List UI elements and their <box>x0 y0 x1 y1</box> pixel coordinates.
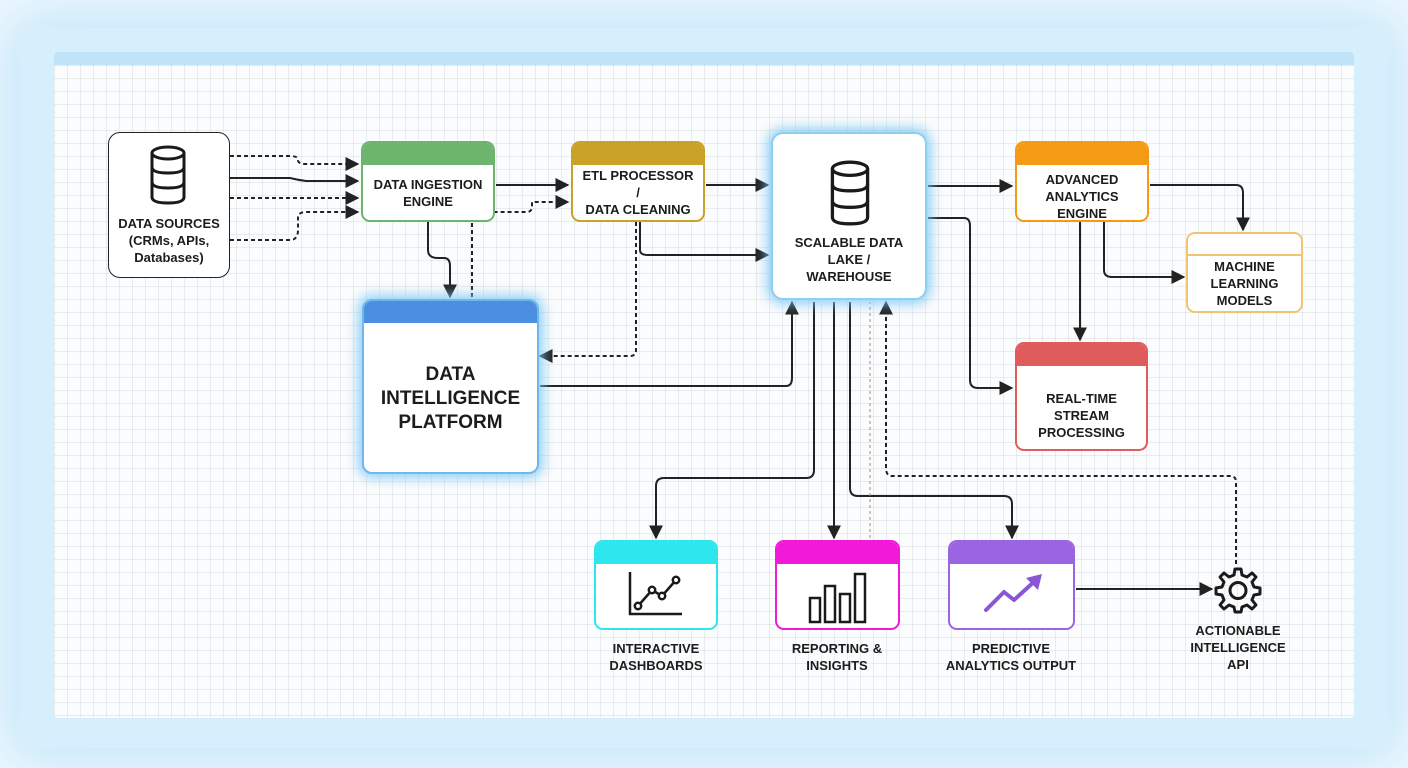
ingestion-label: DATA INGESTION ENGINE <box>373 176 483 209</box>
edge-lake-realtime <box>928 217 1014 395</box>
etl-label: ETL PROCESSOR / DATA CLEANING <box>582 168 694 217</box>
bar-chart-icon <box>808 572 867 624</box>
node-reporting-insights[interactable] <box>775 540 900 630</box>
edge-etl-platform <box>538 222 637 363</box>
predictive-header-bar <box>950 542 1073 564</box>
database-icon <box>830 160 870 226</box>
dashboards-caption: INTERACTIVE DASHBOARDS <box>609 641 703 673</box>
node-real-time-stream-processing[interactable]: REAL-TIME STREAM PROCESSING <box>1015 342 1148 451</box>
edge-sources-ingestion-4 <box>230 205 360 241</box>
line-chart-icon <box>628 572 682 616</box>
predictive-caption: PREDICTIVE ANALYTICS OUTPUT <box>945 641 1077 673</box>
node-interactive-dashboards[interactable] <box>594 540 718 630</box>
edge-sources-ingestion-1 <box>230 155 360 171</box>
node-machine-learning-models[interactable]: MACHINE LEARNING MODELS <box>1186 232 1303 313</box>
trend-up-arrow-icon <box>984 574 1042 612</box>
analytics-header-bar <box>1017 143 1147 165</box>
reporting-caption: REPORTING & INSIGHTS <box>791 641 883 673</box>
realtime-header-bar <box>1017 344 1146 366</box>
node-advanced-analytics-engine[interactable]: ADVANCED ANALYTICS ENGINE <box>1015 141 1149 222</box>
platform-header-bar <box>364 301 537 323</box>
edge-lake-predictive <box>849 302 1019 540</box>
database-icon <box>150 145 186 205</box>
etl-header-bar <box>573 143 703 165</box>
analytics-label: ADVANCED ANALYTICS ENGINE <box>1045 172 1119 221</box>
edge-analytics-ml-1 <box>1150 184 1250 232</box>
edge-api-lake <box>879 300 1237 564</box>
platform-label: DATA INTELLIGENCE PLATFORM <box>380 364 521 433</box>
ml-header-bar <box>1188 234 1301 256</box>
edge-sources-ingestion-2 <box>230 174 360 188</box>
data-lake-label: SCALABLE DATA LAKE / WAREHOUSE <box>794 235 904 284</box>
dashboards-header-bar <box>596 542 716 564</box>
api-caption: ACTIONABLE INTELLIGENCE API <box>1190 623 1286 672</box>
node-data-sources[interactable]: DATA SOURCES (CRMs, APIs, Databases) <box>108 132 230 278</box>
node-data-intelligence-platform[interactable]: DATA INTELLIGENCE PLATFORM <box>362 299 539 474</box>
edge-ingestion-platform <box>427 222 457 299</box>
edge-analytics-ml-2 <box>1103 222 1186 284</box>
reporting-header-bar <box>777 542 898 564</box>
node-etl-processor[interactable]: ETL PROCESSOR / DATA CLEANING <box>571 141 705 222</box>
edge-lake-dashboards <box>649 302 815 540</box>
edge-etl-lake-2 <box>639 222 770 262</box>
canvas-header-strip <box>54 52 1354 65</box>
realtime-label: REAL-TIME STREAM PROCESSING <box>1038 391 1125 440</box>
data-sources-label: DATA SOURCES (CRMs, APIs, Databases) <box>118 216 220 265</box>
gear-icon[interactable] <box>1214 566 1262 614</box>
node-predictive-analytics-output[interactable] <box>948 540 1075 630</box>
node-scalable-data-lake[interactable]: SCALABLE DATA LAKE / WAREHOUSE <box>771 132 927 300</box>
node-data-ingestion-engine[interactable]: DATA INGESTION ENGINE <box>361 141 495 222</box>
edge-platform-lake <box>540 300 799 387</box>
ingestion-header-bar <box>363 143 493 165</box>
ml-label: MACHINE LEARNING MODELS <box>1210 259 1279 308</box>
